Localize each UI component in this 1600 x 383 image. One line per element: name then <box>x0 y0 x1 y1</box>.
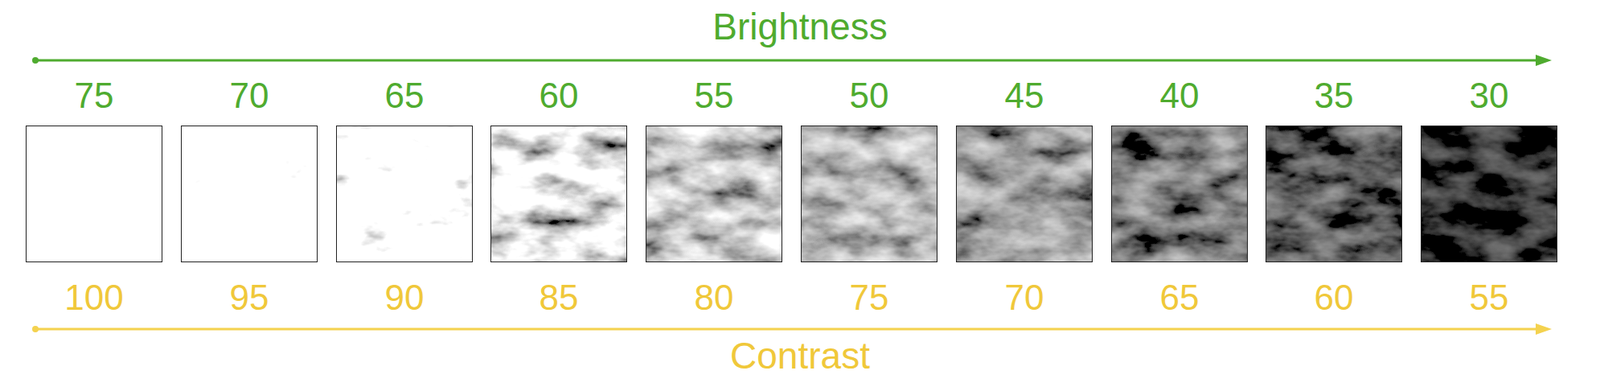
brightness-value: 30 <box>1469 76 1510 115</box>
contrast-value: 55 <box>1469 278 1510 317</box>
brightness-value: 45 <box>1005 76 1045 115</box>
contrast-value: 85 <box>539 278 579 317</box>
contrast-value: 90 <box>385 278 425 317</box>
brightness-value: 75 <box>74 76 115 115</box>
contrast-value: 65 <box>1160 278 1200 317</box>
axis-title: Brightness <box>712 6 887 48</box>
brightness-value: 50 <box>849 76 890 115</box>
contrast-value: 75 <box>849 278 890 317</box>
brightness-value: 60 <box>539 76 579 115</box>
axis-title: Contrast <box>730 335 870 377</box>
brightness-value: 40 <box>1160 76 1200 115</box>
brightness-value: 65 <box>385 76 425 115</box>
brightness-value: 55 <box>694 76 735 115</box>
brightness-value: 35 <box>1314 76 1354 115</box>
contrast-value: 60 <box>1314 278 1354 317</box>
contrast-value: 100 <box>64 278 124 317</box>
contrast-value: 80 <box>694 278 735 317</box>
image-tiles <box>25 125 1558 263</box>
contrast-arrow <box>32 323 1552 335</box>
brightness-value: 70 <box>229 76 270 115</box>
contrast-value: 95 <box>229 278 270 317</box>
brightness-arrow <box>32 54 1552 66</box>
contrast-value: 70 <box>1005 278 1045 317</box>
